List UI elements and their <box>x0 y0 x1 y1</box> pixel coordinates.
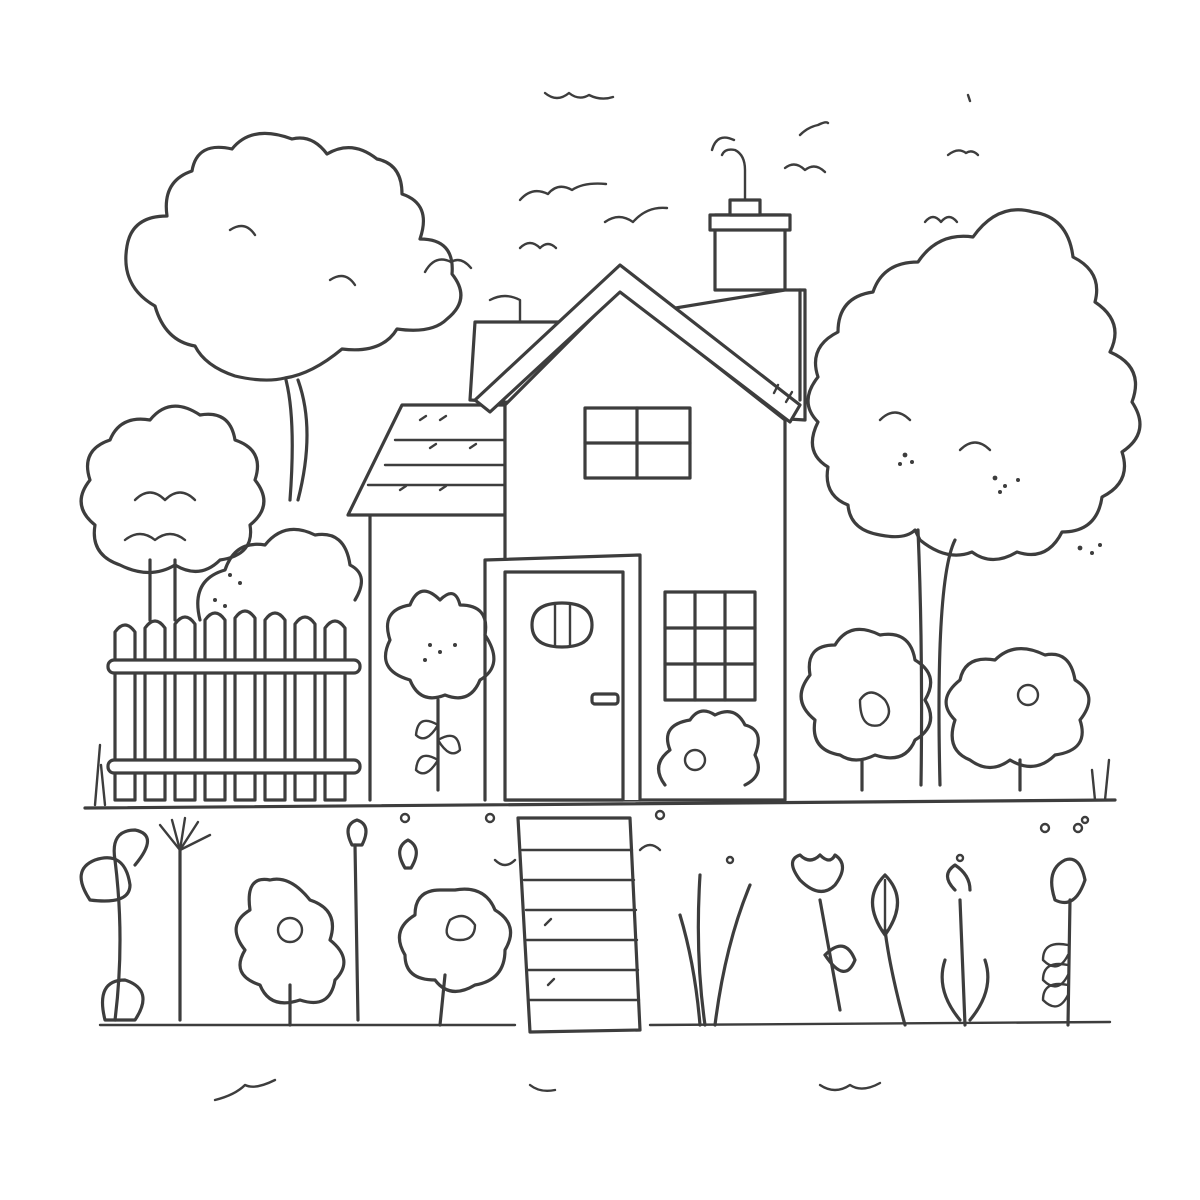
ground-tufts <box>213 1078 882 1102</box>
picket-fence <box>106 609 362 802</box>
right-tree <box>806 208 1142 787</box>
door-mat <box>493 816 662 1034</box>
bush <box>196 527 363 622</box>
garden-flowers <box>79 809 1112 1027</box>
house <box>346 136 807 802</box>
front-door <box>483 553 642 802</box>
left-cloud-tree <box>124 131 463 502</box>
chimney <box>708 136 792 292</box>
far-right-bush <box>944 647 1091 792</box>
tall-flower <box>384 589 496 792</box>
lower-window <box>663 590 757 702</box>
rose-bush <box>799 627 933 792</box>
window-bush <box>657 709 760 787</box>
upper-window <box>583 406 692 480</box>
left-round-tree <box>79 404 266 622</box>
leaf-dots <box>898 452 1102 555</box>
birds <box>423 91 980 274</box>
ground <box>83 743 1117 810</box>
